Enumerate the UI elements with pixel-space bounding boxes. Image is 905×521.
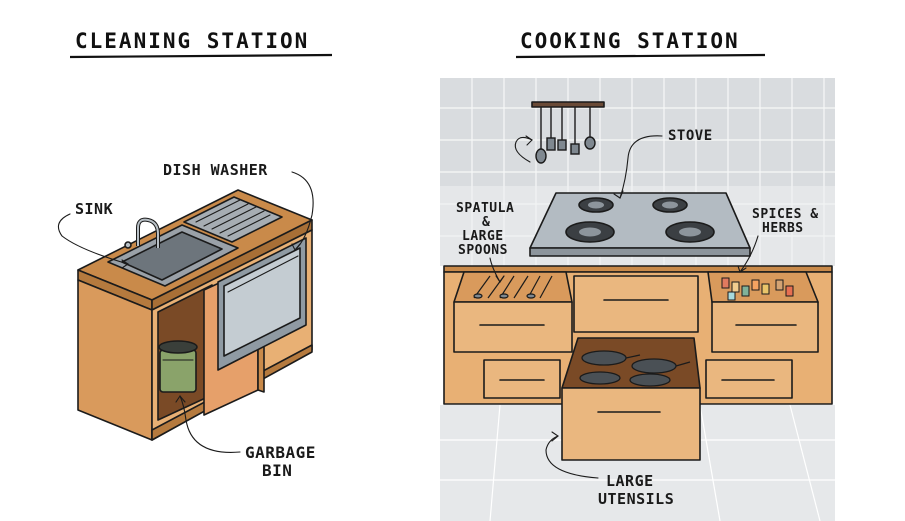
leader-utensils — [545, 435, 599, 479]
spice-jars — [721, 277, 794, 301]
label-garbage-line1: GARBAGE — [245, 443, 316, 462]
burner — [665, 221, 715, 243]
leader-stove — [619, 135, 663, 199]
sink-cabinet — [77, 189, 313, 441]
leader-spatula-rail — [514, 136, 533, 163]
dishwasher — [217, 237, 307, 371]
pans — [579, 350, 691, 387]
leader-dishwasher — [291, 171, 314, 251]
label-spatula-line2: & — [482, 215, 490, 230]
cooking-station: COOKING STATION — [440, 29, 835, 521]
label-spatula-line3: LARGE — [462, 229, 504, 244]
burner — [652, 197, 688, 213]
burner — [578, 197, 614, 213]
label-garbage-line2: BIN — [262, 461, 292, 480]
leader-spices — [739, 235, 759, 273]
drain-board-ribs — [195, 199, 271, 237]
burner — [565, 221, 615, 243]
cleaning-station: CLEANING STATION — [57, 29, 333, 480]
garbage-bin — [158, 340, 198, 393]
utensil-drawer — [561, 337, 701, 461]
title-underline-right — [515, 53, 766, 59]
cleaning-station-title: CLEANING STATION — [75, 29, 309, 53]
sink — [107, 196, 283, 287]
label-dishwasher: DISH WASHER — [163, 161, 268, 179]
spice-drawer — [707, 271, 819, 353]
label-spatula-line4: SPOONS — [458, 243, 508, 258]
utensil-rail — [531, 101, 605, 164]
label-stove: STOVE — [668, 128, 713, 144]
label-utensils-line2: UTENSILS — [598, 490, 674, 508]
label-spatula-line1: SPATULA — [456, 201, 514, 216]
stove — [529, 192, 751, 257]
title-underline — [69, 53, 333, 59]
label-utensils-line1: LARGE — [606, 472, 654, 490]
label-sink: SINK — [75, 200, 113, 218]
spatula-drawer — [453, 271, 573, 353]
leader-garbage — [179, 395, 241, 453]
label-spices-line1: SPICES & — [752, 207, 819, 222]
leader-sink — [57, 213, 129, 265]
label-spices-line2: HERBS — [762, 221, 804, 236]
cooking-station-title: COOKING STATION — [520, 29, 740, 53]
